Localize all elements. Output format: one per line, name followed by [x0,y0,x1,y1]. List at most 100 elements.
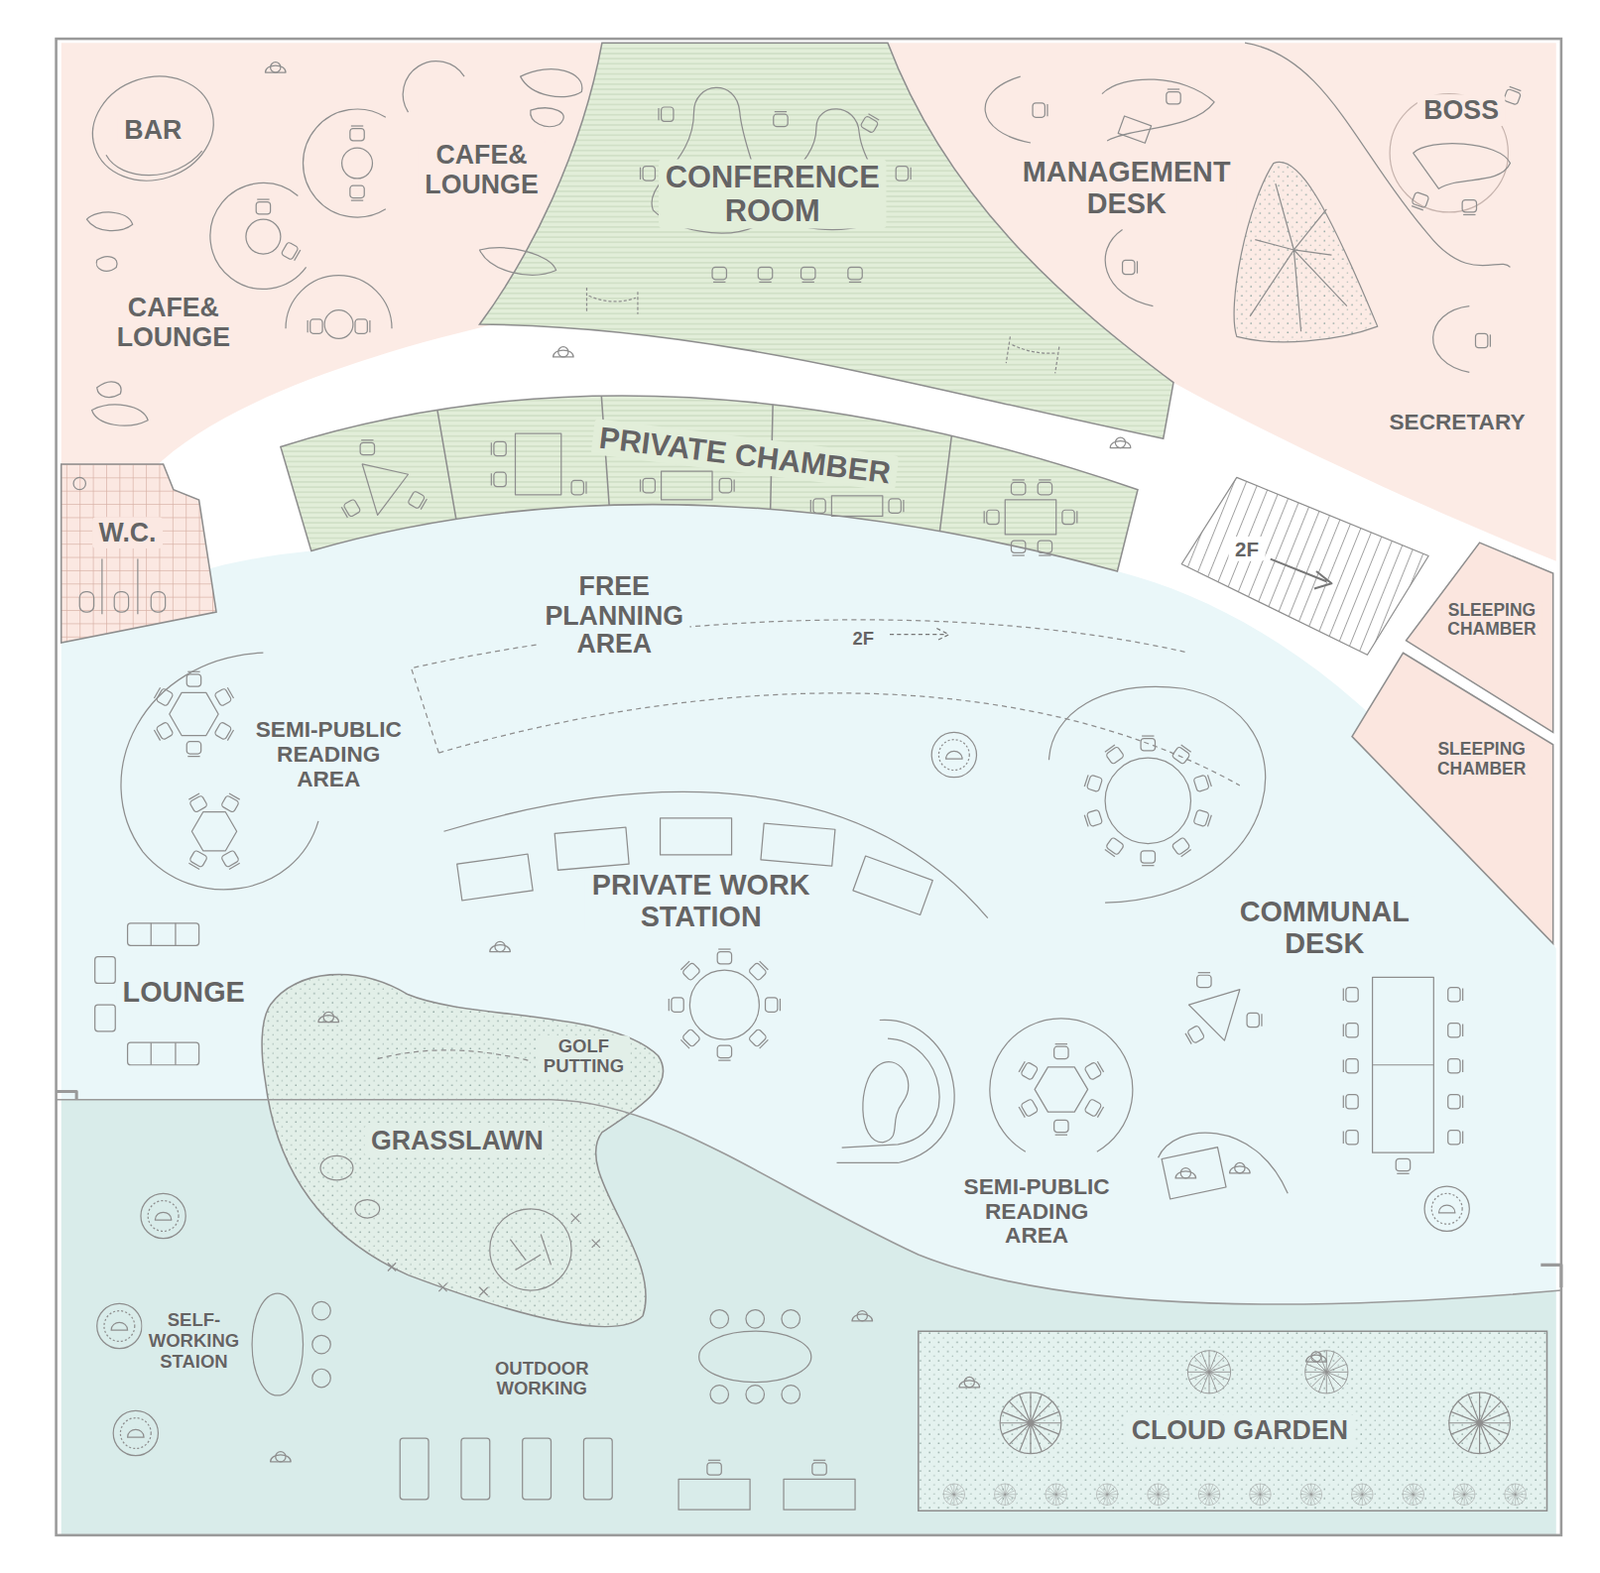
zone-label: COMMUNAL DESK [1232,895,1416,961]
zone-label: 2F [1229,536,1266,562]
desk [678,1478,750,1510]
person [1175,1168,1197,1179]
chair [1171,837,1192,859]
chair [1343,1059,1358,1074]
glass-line [56,1100,1562,1305]
cafe-bench [303,109,386,218]
chair [1018,1099,1039,1119]
cafe-bench [402,61,465,114]
shrub [1453,1483,1476,1506]
chair [1104,743,1124,765]
tree [1449,1392,1511,1455]
cafe-seat [520,69,583,98]
shrub [1198,1483,1221,1506]
chair [712,266,727,282]
zone-outdoor [61,1100,1557,1536]
chair [1448,987,1464,1002]
reading-circle [989,1018,1133,1152]
chair [1084,1099,1105,1119]
chair [214,686,235,707]
communal-table [1372,977,1435,1153]
tree-figures [509,1233,551,1270]
wc-room: W.C. [59,461,222,647]
management-desk [984,76,1031,143]
chair [1410,191,1430,211]
chamber-table [514,433,561,495]
zone-label: OUTDOOR WORKING [489,1357,596,1401]
armchair [95,957,117,985]
shrub [943,1483,966,1506]
private-chamber: PRIVATE CHAMBER [277,324,1141,576]
conference-table [651,87,762,234]
shrub [1402,1483,1425,1506]
wc-stall [102,559,138,616]
chair [773,112,788,127]
shrub [1096,1483,1118,1506]
chair [848,266,862,282]
chair [680,960,702,982]
chair [1503,86,1523,106]
tree-circle [490,1209,572,1291]
room-texture [261,975,664,1328]
room-divider [437,395,952,531]
stool [710,1310,730,1330]
cafe-seat [92,404,149,426]
room-label: GOLF PUTTING [537,1035,631,1079]
mezzanine-arrow [889,628,950,641]
chair [747,1028,769,1050]
chair [153,686,174,707]
plant-pot [97,1303,142,1349]
plant-pot [1424,1186,1470,1231]
chair [895,166,911,181]
chair [1193,773,1213,792]
shrub [1300,1483,1323,1506]
desk [760,823,836,866]
zone-label: SEMI-PUBLIC READING AREA [957,1174,1115,1251]
chair [1166,89,1181,105]
zone-label: SEMI-PUBLIC READING AREA [249,717,408,794]
cafe-table [342,147,373,179]
mezzanine-outline [438,693,1240,786]
secretary-desk [1433,306,1471,373]
zone-label: MANAGEMENT DESK [1016,156,1237,222]
triangle-table [1188,989,1239,1041]
chamber-table [1004,499,1056,535]
person [959,1376,981,1387]
armchair [95,1004,117,1032]
chair [360,440,374,456]
chair [1140,851,1155,866]
pillar [56,1091,1562,1287]
chair [1197,973,1212,988]
chair [186,671,201,687]
chair [1462,200,1477,216]
room-fill [61,464,217,643]
mezzanine-outline [411,619,1190,753]
plant-pot [931,732,977,777]
chair [640,478,656,493]
chair [1343,1023,1358,1038]
chair [860,113,880,133]
chair [1122,259,1138,274]
stool [312,1368,332,1388]
fern [1249,183,1348,332]
chair [1476,333,1491,348]
person [1109,437,1131,448]
bar-counter [79,61,228,197]
communal-partition [1049,686,1266,903]
shrub [1045,1483,1068,1506]
chair [214,722,235,742]
boss-circle [1389,94,1508,213]
planter [1233,161,1378,342]
person [270,1452,292,1463]
chair [1343,987,1358,1002]
person [264,62,286,73]
chair [1448,1130,1464,1145]
zone-label: 2F [846,628,881,651]
cafe-table [246,219,281,254]
chair [888,498,904,513]
chair [186,741,201,757]
chair [1343,1095,1358,1109]
monitor-desk [1117,116,1151,143]
shrubs [387,1214,601,1296]
